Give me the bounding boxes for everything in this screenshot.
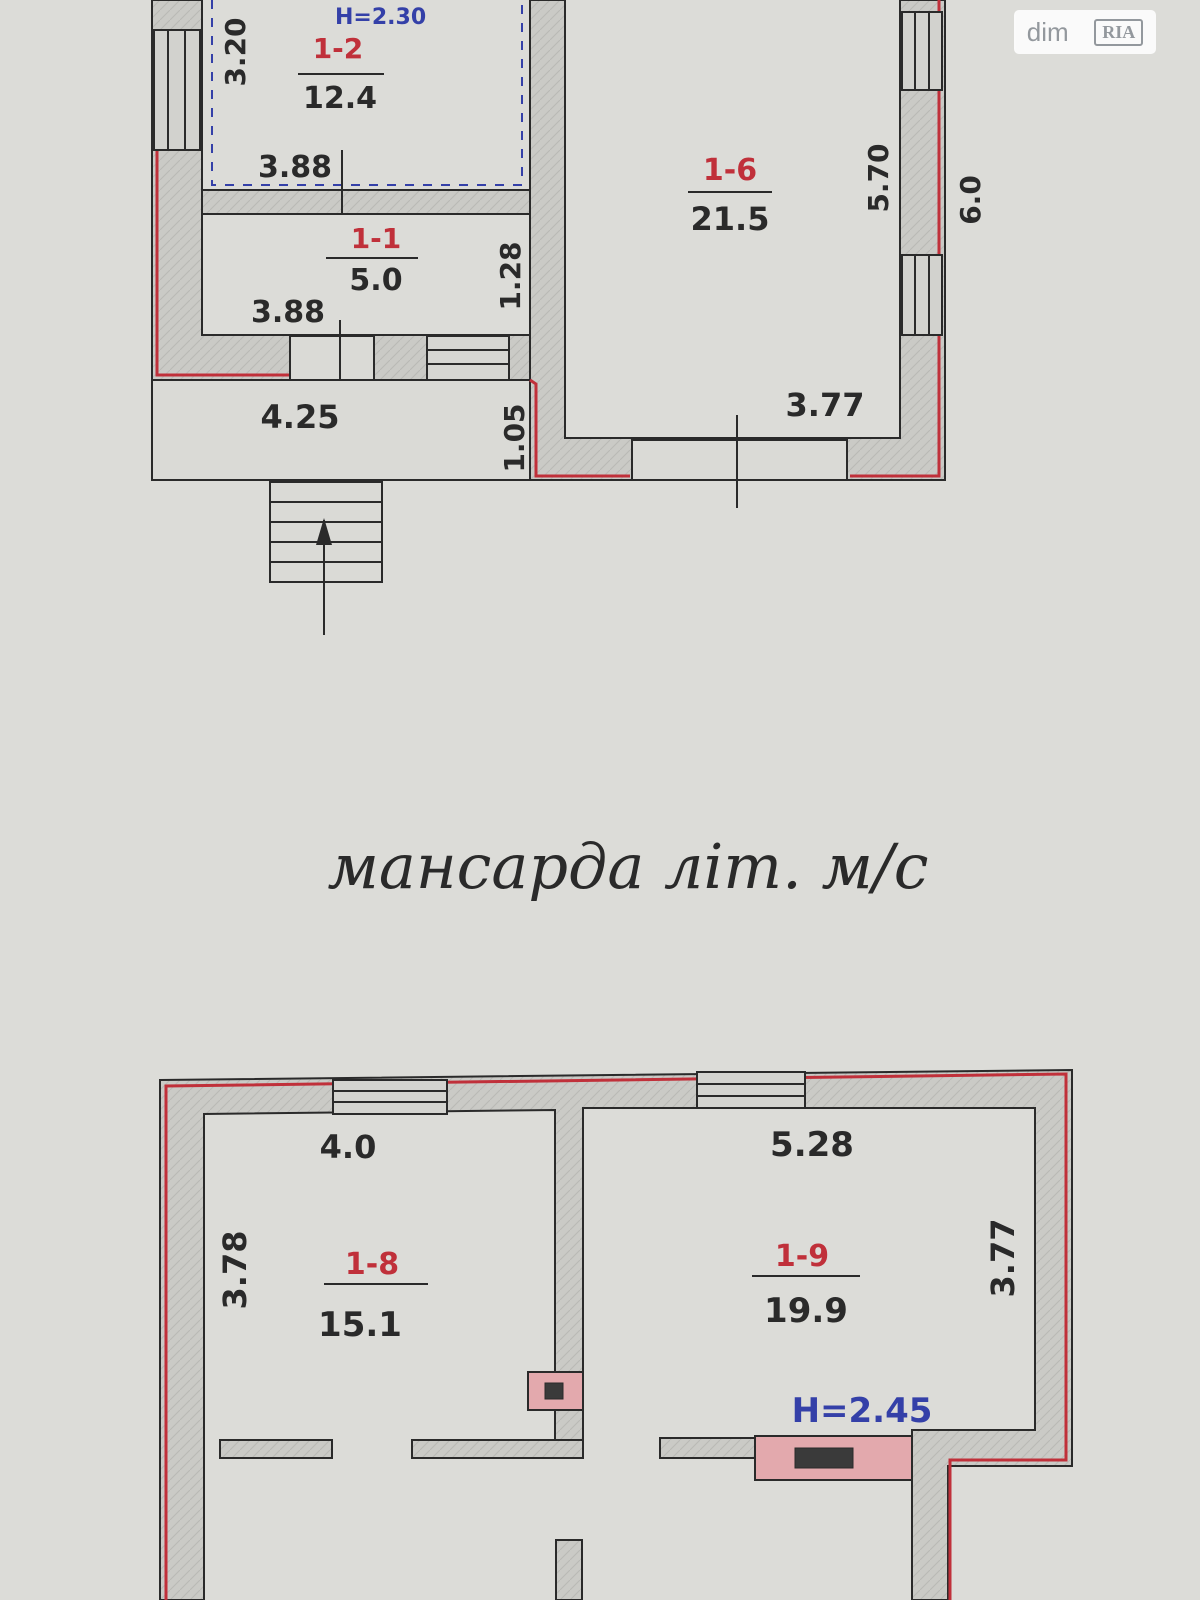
room-1-9-area: 19.9	[764, 1291, 848, 1331]
attic-outer-walls	[159, 1068, 1073, 1600]
attic-heading: мансарда літ. м/с	[327, 830, 928, 903]
ceiling-outline-dashed	[211, 0, 523, 186]
dim-3-77-top: 3.77	[786, 386, 865, 424]
dim-5-28: 5.28	[770, 1125, 854, 1165]
dim-4-0: 4.0	[320, 1128, 377, 1166]
attic-partition-left-b	[411, 1439, 584, 1459]
window-bottom-left	[426, 335, 510, 381]
door-opening-right	[631, 439, 848, 481]
room-1-8-area: 15.1	[318, 1305, 402, 1345]
dim-1-05: 1.05	[498, 403, 531, 472]
dimria-watermark: dim RIA	[1014, 10, 1156, 54]
room-1-9-label: 1-9 19.9	[752, 1239, 860, 1331]
room-1-6-label: 1-6 21.5	[688, 153, 772, 238]
room-1-8-label: 1-8 15.1	[318, 1247, 428, 1345]
right-block-outer-red-line	[529, 0, 941, 478]
room-1-8-number: 1-8	[345, 1247, 399, 1282]
dim-3-88-lower: 3.88	[251, 295, 325, 330]
door-opening-left	[289, 335, 375, 381]
dim-1-28: 1.28	[494, 241, 527, 310]
window-right-lower	[901, 254, 943, 336]
chimney-small	[527, 1371, 584, 1411]
room-1-9-number: 1-9	[775, 1239, 829, 1274]
watermark-brand: RIA	[1094, 18, 1144, 46]
top-floor-plan: H=2.30 1-2 12.4 1-1 5.0 1-6 21.5 3.20 3.…	[151, 0, 987, 635]
room-1-1-number: 1-1	[351, 222, 402, 255]
entrance-steps	[269, 481, 383, 635]
veranda-strip	[151, 379, 533, 481]
room-1-6-number: 1-6	[703, 153, 757, 188]
room-1-1-area: 5.0	[349, 263, 402, 298]
attic-window-right	[696, 1071, 806, 1109]
top-partial-height-note: H=2.30	[335, 5, 426, 30]
partition-wall	[201, 189, 531, 215]
attic-height-note: H=2.45	[792, 1391, 933, 1431]
attic-outer-red-line	[164, 1072, 1068, 1600]
dim-6-0: 6.0	[954, 175, 987, 225]
attic-floor-plan: 4.0 5.28 3.78 3.77 1-8 15.1 1-9 19.9 H=2…	[159, 1068, 1073, 1600]
attic-window-left	[332, 1079, 448, 1115]
dim-3-20: 3.20	[219, 17, 252, 86]
attic-partition-left-a	[219, 1439, 333, 1459]
room-1-2-number: 1-2	[313, 32, 364, 65]
dim-5-70: 5.70	[862, 143, 895, 212]
window-right-upper	[901, 11, 943, 91]
watermark-site: dim	[1026, 16, 1069, 47]
window-left	[153, 29, 201, 151]
dim-3-77-attic: 3.77	[984, 1219, 1022, 1298]
top-right-block-walls	[529, 0, 946, 481]
room-1-6-area: 21.5	[691, 200, 770, 238]
attic-lower-post	[555, 1539, 583, 1600]
room-1-2-label: 1-2 12.4	[298, 32, 384, 116]
dim-3-78: 3.78	[216, 1231, 254, 1310]
entry-arrow-icon	[316, 518, 332, 545]
room-1-1-label: 1-1 5.0	[326, 222, 418, 298]
dim-4-25: 4.25	[261, 398, 340, 436]
attic-partition-right	[659, 1437, 756, 1459]
left-block-outer-red-line	[155, 150, 290, 377]
room-1-2-area: 12.4	[303, 81, 377, 116]
chimney-large	[754, 1435, 913, 1481]
dim-3-88-upper: 3.88	[258, 150, 332, 185]
